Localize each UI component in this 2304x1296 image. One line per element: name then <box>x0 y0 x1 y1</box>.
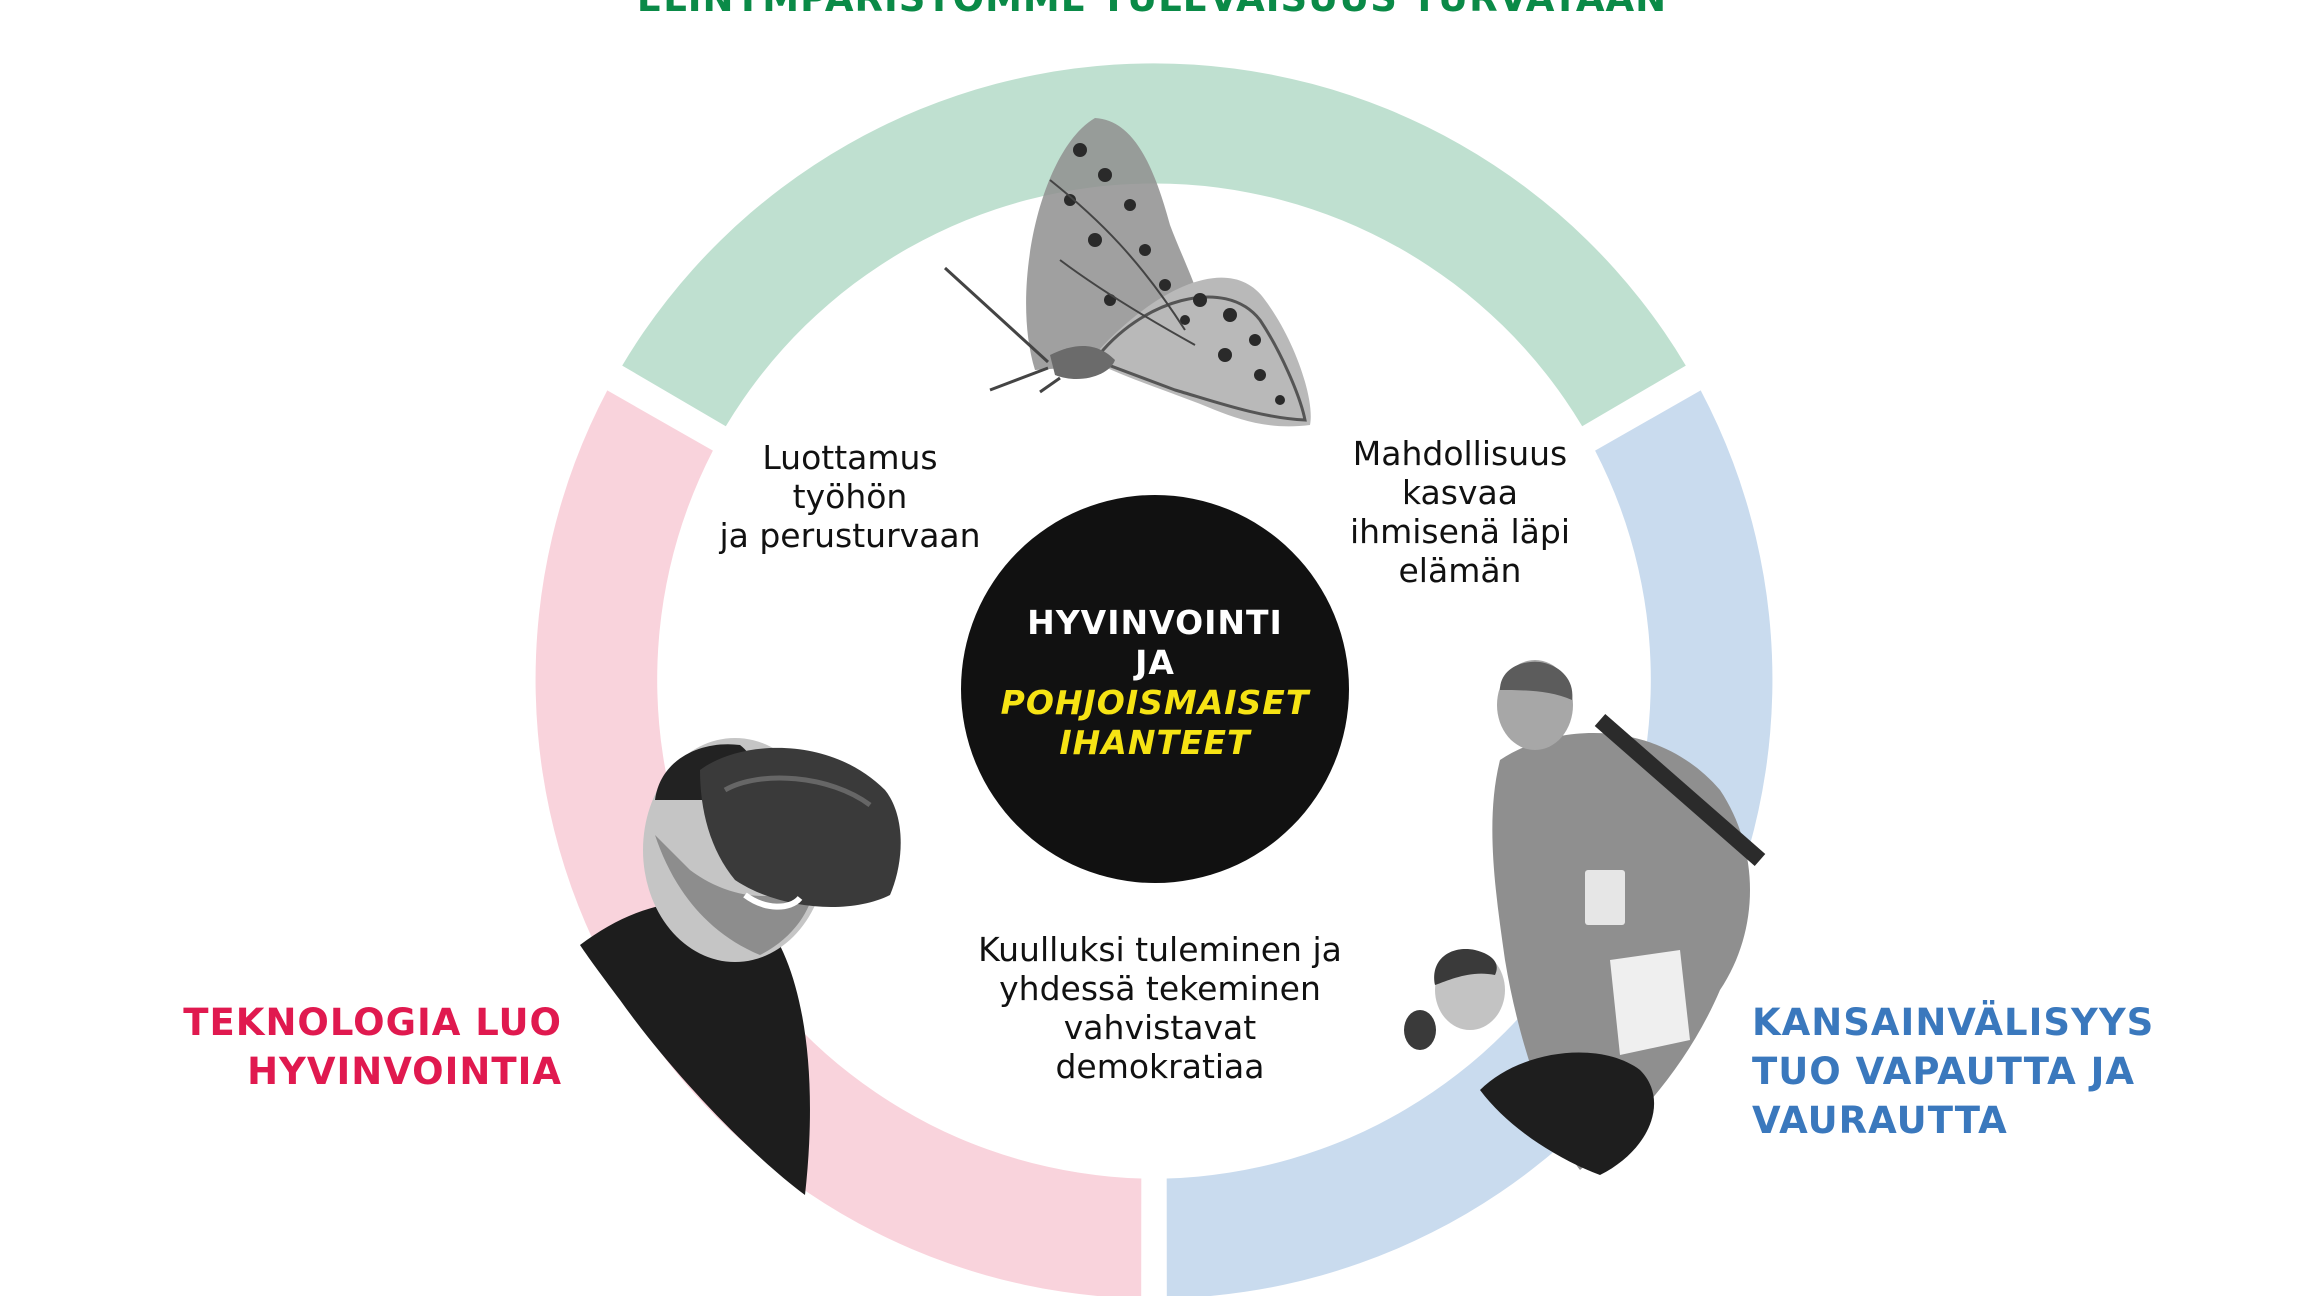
text-line: ja perusturvaan <box>719 516 981 555</box>
heading-left-line: HYVINVOINTIA <box>247 1050 562 1093</box>
text-line: elämän <box>1398 551 1522 590</box>
people-conversation-photo <box>1404 660 1766 1175</box>
heading-top-environment: ELINYMPÄRISTÖMME TULEVAISUUS TURVATAAN <box>0 0 2304 23</box>
heading-left-line: TEKNOLOGIA LUO <box>183 1001 562 1044</box>
text-line: Mahdollisuus <box>1352 434 1568 473</box>
text-line: ihmisenä läpi <box>1349 512 1571 551</box>
center-title-line: HYVINVOINTI <box>1027 603 1283 642</box>
butterfly-photo <box>943 118 1311 427</box>
text-trust-work-security: Luottamus työhön ja perusturvaan <box>690 438 1010 555</box>
center-title-highlight: POHJOISMAISET <box>1000 683 1310 722</box>
text-line: demokratiaa <box>1055 1047 1265 1086</box>
center-title-highlight: IHANTEET <box>1059 723 1251 762</box>
heading-right-line: KANSAINVÄLISYYS <box>1752 1001 2155 1044</box>
heading-right-line: VAURAUTTA <box>1752 1099 2008 1142</box>
center-title-line: JA <box>1135 643 1175 682</box>
text-line: vahvistavat <box>1063 1008 1257 1047</box>
vr-headset-person-photo <box>580 738 901 1195</box>
text-line: työhön <box>792 477 908 516</box>
heading-left-technology: TEKNOLOGIA LUO HYVINVOINTIA <box>100 998 562 1096</box>
heading-right-internationality: KANSAINVÄLISYYS TUO VAPAUTTA JA VAURAUTT… <box>1752 998 2252 1145</box>
center-circle <box>961 495 1349 883</box>
heading-right-line: TUO VAPAUTTA JA <box>1752 1050 2136 1093</box>
text-line: yhdessä tekeminen <box>999 969 1321 1008</box>
text-line: kasvaa <box>1402 473 1518 512</box>
text-line: Kuulluksi tuleminen ja <box>978 930 1342 969</box>
text-being-heard-democracy: Kuulluksi tuleminen ja yhdessä tekeminen… <box>950 930 1370 1086</box>
center-title: HYVINVOINTI JA POHJOISMAISET IHANTEET <box>965 603 1345 763</box>
text-line: Luottamus <box>762 438 938 477</box>
ring-segment-top <box>622 63 1686 427</box>
text-opportunity-grow: Mahdollisuus kasvaa ihmisenä läpi elämän <box>1310 434 1610 590</box>
